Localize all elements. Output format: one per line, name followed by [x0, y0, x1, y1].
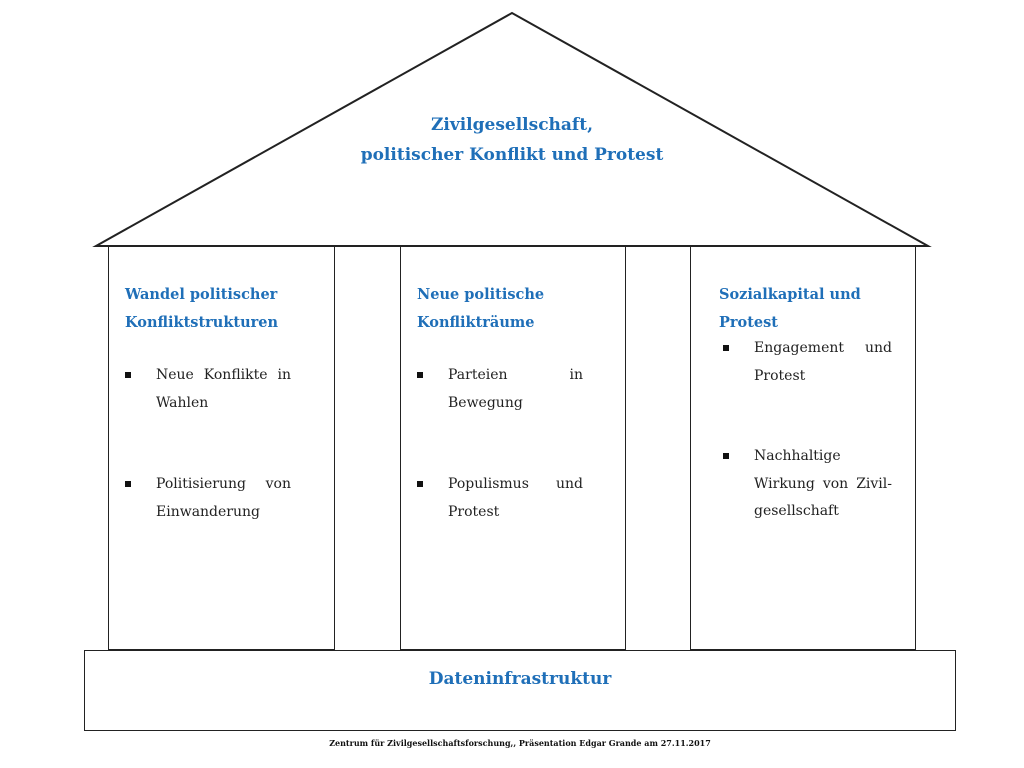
bullet-text: Populismus und Protest — [448, 476, 583, 520]
bullet-square-icon — [723, 453, 729, 459]
pillar-konfliktraeume: Neue politische Konflikträume Parteien i… — [400, 246, 626, 650]
bullet-text: Engagement und Protest — [754, 340, 892, 384]
pillar-konfliktstrukturen: Wandel politischer Konfliktstrukturen Ne… — [108, 246, 335, 650]
pillar-sozialkapital: Sozialkapital und Protest Engagement und… — [690, 246, 916, 650]
bullet-square-icon — [125, 481, 131, 487]
bullet-square-icon — [125, 372, 131, 378]
pillar-heading: Wandel politischer Konfliktstrukturen — [125, 286, 279, 331]
footer-caption: Zentrum für Zivilgesellschaftsforschung,… — [329, 738, 711, 748]
roof-title: Zivilgesellschaft, politischer Konflikt … — [312, 110, 712, 170]
roof-title-line-2: politischer Konflikt und Protest — [360, 145, 664, 165]
bullet-text: Politisierung von Einwanderung — [156, 476, 291, 520]
base-title: Dateninfrastruktur — [428, 669, 612, 689]
bullet-square-icon — [417, 372, 423, 378]
bullet-text: Nachhaltige Wirkung von Zivil-gesellscha… — [754, 448, 892, 519]
pillar-heading: Neue politische Konflikträume — [417, 286, 545, 331]
bullet-square-icon — [417, 481, 423, 487]
roof-title-line-1: Zivilgesellschaft, — [430, 115, 594, 135]
foundation-base: Dateninfrastruktur — [84, 650, 956, 731]
bullet-text: Neue Konflikte in Wahlen — [156, 367, 291, 411]
pillar-heading: Sozialkapital und Protest — [719, 286, 861, 331]
bullet-square-icon — [723, 345, 729, 351]
bullet-text: Parteien in Bewegung — [448, 367, 583, 411]
